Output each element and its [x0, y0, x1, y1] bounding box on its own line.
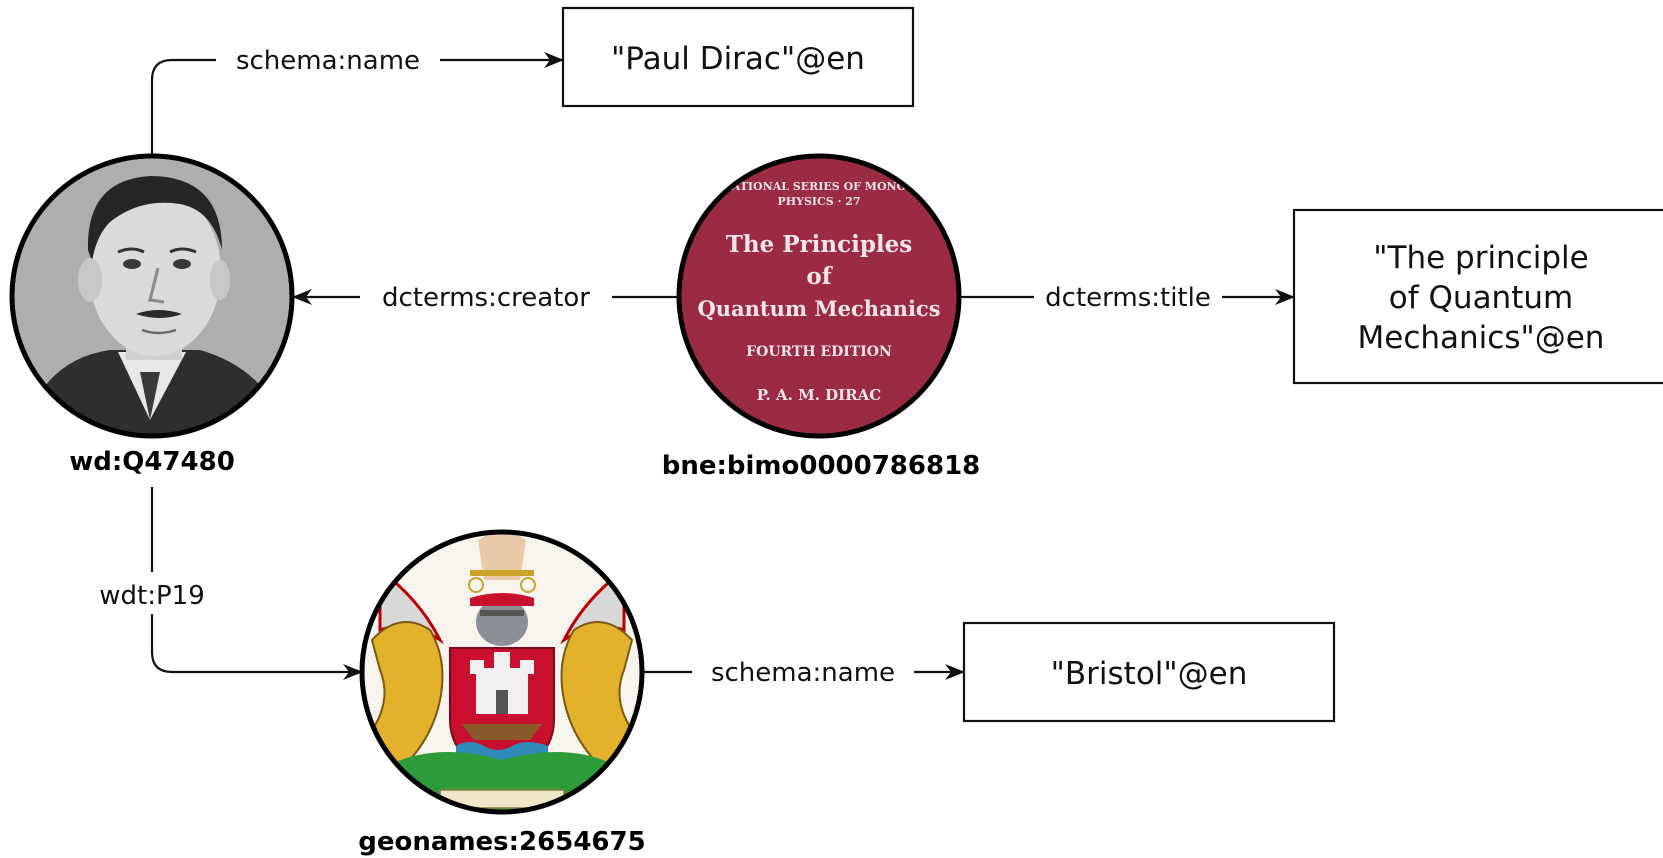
node-id-dirac: wd:Q47480 [69, 447, 235, 477]
edge-wdt-p19: wdt:P19 [99, 487, 363, 680]
cover-title-line-3: Quantum Mechanics [697, 296, 940, 321]
node-dirac: wd:Q47480 [9, 153, 295, 477]
edge-schema-name-dirac: schema:name [150, 46, 564, 156]
literal-text-bristol: "Bristol"@en [1051, 656, 1248, 692]
edge-label-schema-name-bottom: schema:name [711, 658, 895, 688]
literal-title-line-1: "The principle [1373, 240, 1588, 276]
edge-dcterms-title: dcterms:title [959, 283, 1295, 313]
edge-dcterms-creator: dcterms:creator [292, 283, 679, 313]
edge-label-dcterms-title: dcterms:title [1045, 283, 1211, 313]
node-id-bristol: geonames:2654675 [358, 827, 645, 857]
cover-author: P. A. M. DIRAC [757, 386, 882, 404]
node-id-book: bne:bimo0000786818 [662, 451, 981, 481]
edge-label-dcterms-creator: dcterms:creator [382, 283, 590, 313]
cover-series-line-1: ATIONAL SERIES OF MONO [731, 180, 907, 193]
literal-bristol: "Bristol"@en [962, 621, 1336, 723]
portrait-photo-icon [12, 156, 292, 436]
cover-title-line-2: of [806, 263, 833, 290]
edge-label-wdt-p19: wdt:P19 [99, 581, 205, 611]
node-bristol: geonames:2654675 [358, 529, 646, 857]
literal-paul-dirac: "Paul Dirac"@en [561, 6, 915, 108]
literal-title-line-2: of Quantum [1389, 280, 1573, 316]
cover-title-line-1: The Principles [726, 231, 913, 258]
edge-schema-name-bristol: schema:name [642, 658, 965, 688]
literal-title-line-3: Mechanics"@en [1358, 320, 1605, 356]
literal-text-paul-dirac: "Paul Dirac"@en [611, 41, 865, 77]
node-book: ATIONAL SERIES OF MONO PHYSICS · 27 The … [662, 153, 981, 481]
edge-label-schema-name: schema:name [236, 46, 420, 76]
literal-book-title: "The principle of Quantum Mechanics"@en [1292, 208, 1663, 385]
cover-edition: FOURTH EDITION [746, 344, 892, 360]
book-cover-icon: ATIONAL SERIES OF MONO PHYSICS · 27 The … [679, 156, 959, 436]
cover-series-line-2: PHYSICS · 27 [777, 195, 860, 208]
coat-of-arms-icon [362, 532, 642, 812]
